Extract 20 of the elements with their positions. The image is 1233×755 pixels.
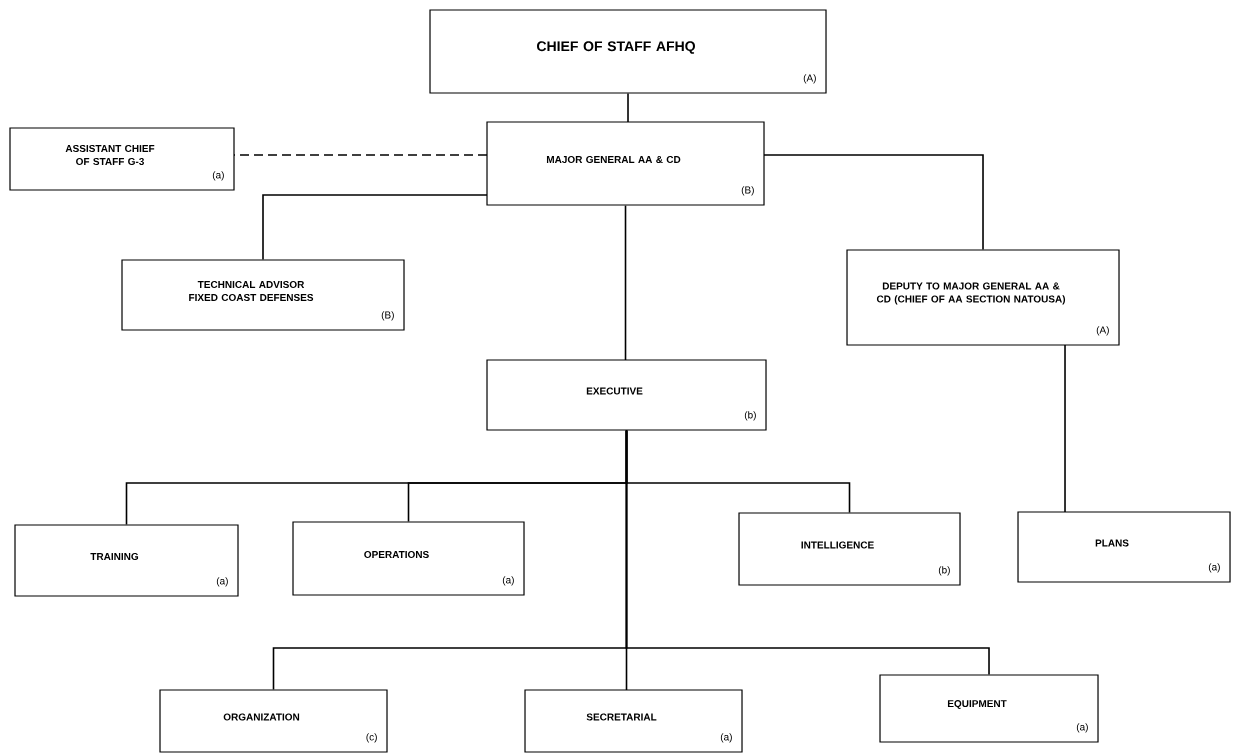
org-box: INTELLIGENCE (b) [738,512,961,586]
org-box: EXECUTIVE (b) [486,359,767,431]
org-box: ASSISTANT CHIEF OF STAFF G-3 (a) [9,127,235,191]
org-box: TRAINING (a) [14,524,239,597]
org-box: ORGANIZATION (c) [159,689,388,753]
connector-line [262,194,488,261]
org-box: PLANS (a) [1017,511,1231,583]
connector-line [625,429,990,676]
org-box: DEPUTY TO MAJOR GENERAL AA & CD (CHIEF OF AA SECTION NATOUSA) (A) [846,249,1120,346]
connector-line [624,204,627,361]
org-box: CHIEF OF STAFF AFHQ (A) [429,9,827,94]
org-box: EQUIPMENT (a) [879,674,1099,743]
org-box: TECHNICAL ADVISOR FIXED COAST DEFENSES (B) [121,259,405,331]
org-box: SECRETARIAL (a) [524,689,743,753]
connector-line [627,92,629,123]
dashed-line [233,154,488,156]
connector-line [1064,344,1066,513]
org-box: MAJOR GENERAL AA & CD (B) [486,121,765,206]
connector-line [763,154,984,251]
org-box: OPERATIONS (a) [292,521,525,596]
